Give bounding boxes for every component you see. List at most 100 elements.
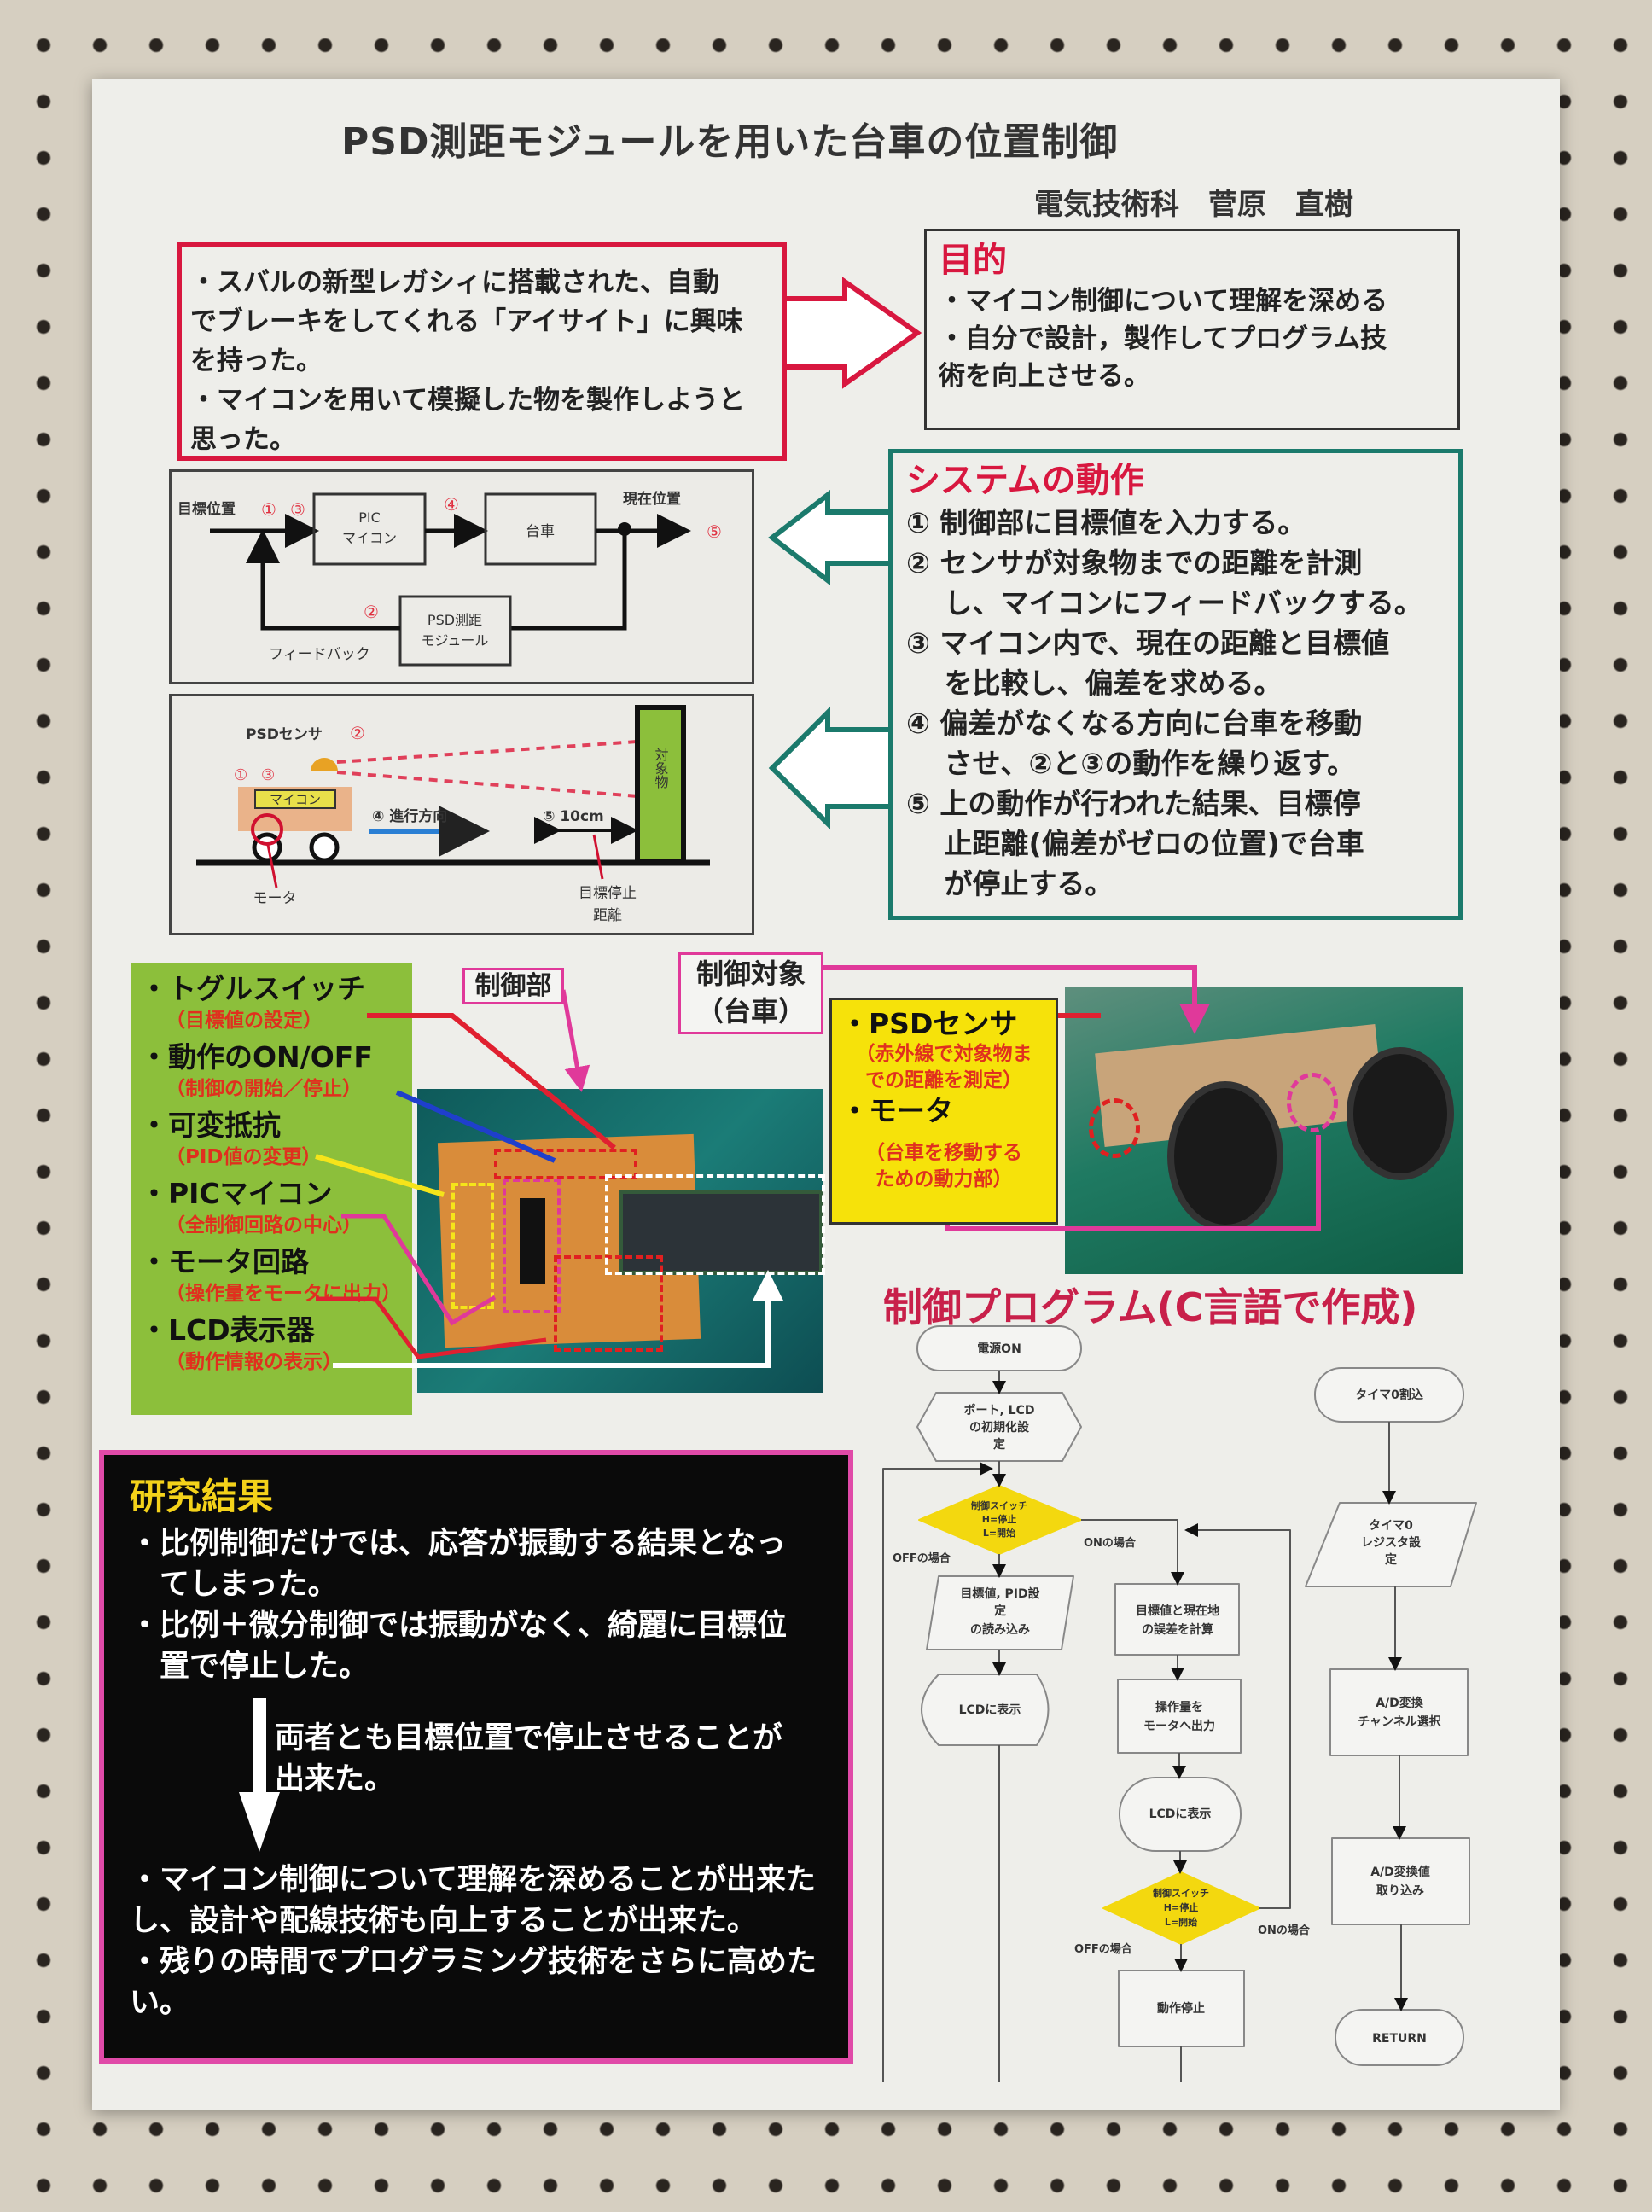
sensor-icon [311,758,338,771]
flow-node-init [916,1392,1082,1462]
step-line: ④ 偏差がなくなる方向に台車を移動 [906,707,1363,740]
text-line: でブレーキをしてくれる「アイサイト」に興味 [190,306,743,337]
cart-diagram: PSDセンサ ② ① ③ マイコン 対象物 ④ 進行方向 ⑤ 10cm モータ … [196,705,710,924]
part-desc: （台車を移動する [865,1142,1022,1164]
flow-text: 定 [1385,1552,1397,1567]
flow-text: H=停止 [982,1513,1016,1525]
flow-branch-label: OFFの場合 [893,1551,951,1565]
text-line: い。 [130,1986,190,2020]
component-label: ・可変抵抗 [140,1109,281,1142]
red-arrow-icon [787,276,922,389]
flow-text: チャンネル選択 [1358,1714,1442,1729]
flow-text: 電源ON [977,1342,1021,1356]
wheel-icon [309,832,340,863]
flow-text: モータへ出力 [1143,1719,1215,1733]
text-line: 両者とも目標位置で停止させることが [275,1721,783,1755]
component-desc: （制御の開始／停止） [166,1078,362,1100]
resistor-highlight [451,1183,494,1309]
flow-text: 操作量を [1155,1700,1203,1714]
part-label: ・PSDセンサ [841,1007,1018,1040]
component-label: ・モータ回路 [140,1245,309,1278]
system-heading: システムの動作 [906,461,1144,500]
text-line: （台車） [695,995,806,1027]
step-line: を比較し、偏差を求める。 [906,667,1283,700]
text-line: ・スバルの新型レガシィに搭載された、自動 [190,267,719,298]
psd-block [398,595,512,667]
sensor-highlight [1089,1098,1140,1158]
flow-text: の初期化設 [969,1420,1030,1435]
step-line: ⑤ 上の動作が行われた結果、目標停 [906,787,1361,820]
pic-highlight [503,1179,561,1313]
step-marker: ④ [444,494,459,515]
control-target-label: 制御対象 （台車） [678,952,823,1034]
poster-title: PSD測距モジュールを用いた台車の位置制御 [341,120,1119,164]
component-desc: （全制御回路の中心） [166,1214,362,1237]
stop-distance-label: 目標停止 [579,885,637,902]
flow-text: 定 [994,1604,1006,1618]
text-line: ・自分で設計，製作してプログラム技 [939,323,1387,354]
teal-arrow-icon [768,706,888,830]
pic-block [312,492,427,566]
flow-text: RETURN [1372,2032,1427,2046]
step-line: ② センサが対象物までの距離を計測 [906,546,1363,579]
text-line: 置で停止した。 [130,1650,369,1684]
system-operation-box: システムの動作 ① 制御部に目標値を入力する。 ② センサが対象物までの距離を計… [888,449,1463,920]
flow-text: A/D変換 [1376,1696,1424,1710]
author: 電気技術科 菅原 直樹 [1034,188,1353,222]
pointer-lines [315,965,1321,1368]
part-label: ・モータ [841,1094,953,1127]
step-marker: ① [261,499,276,520]
text-line: ・マイコン制御について理解を深めることが出来た [130,1863,816,1897]
part-desc: ための動力部） [875,1168,1013,1190]
step-line: し、マイコンにフィードバックする。 [906,586,1422,620]
pic-label: PIC [358,509,381,526]
text-line: 術を向上させる。 [939,361,1150,392]
motor-label: モータ [253,890,297,907]
flow-node-read [926,1575,1074,1650]
flow-text: 目標値, PID設 [960,1586,1040,1601]
flow-text: 動作停止 [1157,2001,1205,2016]
teal-arrow-icon [768,489,888,586]
stop-distance-label: 距離 [593,907,622,924]
flow-node-stop [1118,1970,1245,2047]
text-line: 出来た。 [275,1762,395,1796]
part-desc: （赤外線で対象物ま [855,1043,1032,1065]
step-line: ③ マイコン内で、現在の距離と目標値 [906,626,1390,660]
part-desc: での距離を測定） [865,1069,1022,1091]
components-box: ・トグルスイッチ （目標値の設定） ・動作のON/OFF （制御の開始／停止） … [131,963,412,1415]
step-marker: ① [234,766,247,784]
flow-text: 制御スイッチ [1153,1887,1209,1899]
control-board-photo [417,1089,825,1393]
flow-text: 目標値と現在地 [1136,1604,1219,1618]
component-label: ・動作のON/OFF [140,1040,373,1074]
pic-label: マイコン [342,530,397,546]
text-line: し、設計や配線技術も向上することが出来た。 [130,1904,758,1938]
step-line: が停止する。 [906,867,1114,900]
flow-text: タイマ0割込 [1355,1388,1423,1402]
flow-text: H=停止 [1164,1901,1198,1913]
step-marker: ③ [290,499,305,520]
wheel-icon [252,832,282,863]
psd-label: PSD測距 [428,612,482,628]
component-desc: （操作量をモータに出力） [166,1283,401,1305]
component-desc: （動作情報の表示） [166,1351,342,1373]
text-line: ・比例制御だけでは、応答が振動する結果となっ [130,1527,786,1561]
flow-text: ポート, LCD [963,1403,1034,1417]
flow-text: L=開始 [1165,1916,1197,1928]
motivation-box: ・スバルの新型レガシィに搭載された、自動 でブレーキをしてくれる「アイサイト」に… [177,242,787,461]
text-line: ・マイコン制御について理解を深める [939,286,1388,317]
flow-text: 取り込み [1376,1883,1424,1898]
motor-highlight [1287,1073,1338,1132]
text-line: ・比例＋微分制御では振動がなく、綺麗に目標位 [130,1609,788,1643]
component-label: ・LCD表示器 [140,1313,315,1347]
flow-text: レジスタ設 [1361,1535,1422,1550]
flow-node-lcd [921,1674,1050,1746]
results-box: 研究結果 ・比例制御だけでは、応答が振動する結果となっ てしまった。 ・比例＋微… [99,1450,853,2064]
block-diagram-panel [169,469,754,684]
down-arrow-icon [239,1698,280,1852]
text-line: てしまった。 [130,1568,338,1602]
flow-node-ad-val [1331,1837,1470,1925]
target-object [635,705,686,864]
step-line: させ、②と③の動作を繰り返す。 [906,747,1356,780]
flow-node-ad-ch [1329,1668,1469,1756]
